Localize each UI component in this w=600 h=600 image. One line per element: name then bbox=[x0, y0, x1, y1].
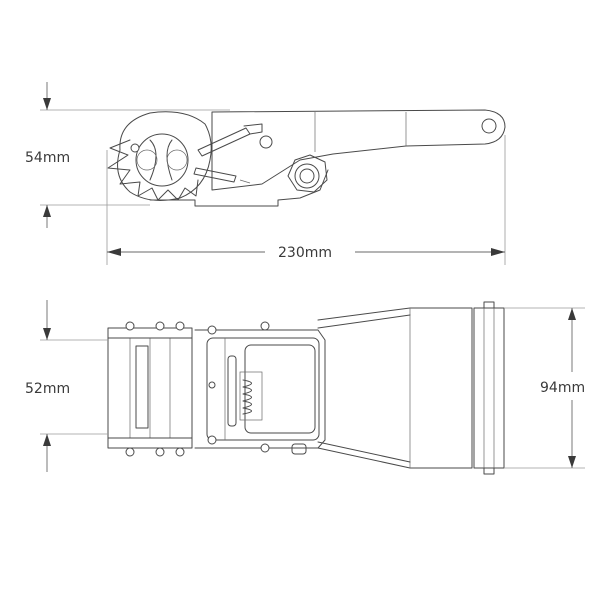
bolt-bottom-mid bbox=[155, 447, 165, 457]
spindle-slot bbox=[149, 139, 173, 181]
dim-label-side-length: 230mm bbox=[278, 245, 332, 261]
lower-spring-bar bbox=[193, 167, 237, 183]
hex-nut bbox=[287, 154, 328, 193]
top-handle-arm-lower bbox=[317, 441, 411, 463]
side-pin bbox=[259, 135, 273, 149]
bolt-top-mid bbox=[155, 321, 165, 331]
ratchet-rim-top bbox=[107, 327, 193, 339]
bolt-body-top bbox=[260, 321, 270, 331]
ratchet-wheel-body bbox=[117, 111, 212, 201]
ratchet-teeth bbox=[107, 139, 199, 201]
top-center-slot bbox=[227, 355, 237, 427]
bolt-bottom-right bbox=[175, 447, 185, 457]
dim-94-arrow-top bbox=[568, 308, 576, 320]
dim-230-arrow-left bbox=[107, 248, 121, 256]
lower-spring-mark bbox=[239, 179, 251, 184]
top-slot-window bbox=[244, 344, 316, 434]
side-base-frame bbox=[149, 169, 329, 207]
dim-label-top-inner-width: 52mm bbox=[25, 381, 70, 397]
end-roller-cap-bottom bbox=[483, 467, 495, 475]
top-body-frame bbox=[194, 329, 326, 449]
dim-52-arrow-bottom bbox=[43, 434, 51, 446]
ratchet-rim-bottom bbox=[107, 437, 193, 449]
spindle-left-lobe bbox=[136, 149, 158, 171]
upper-pawl bbox=[197, 127, 251, 157]
bolt-frame-top bbox=[207, 325, 217, 335]
spring-coil bbox=[242, 379, 252, 415]
spring-housing bbox=[239, 371, 263, 421]
spindle-top-pin bbox=[130, 143, 140, 153]
hex-nut-bolt bbox=[299, 168, 315, 184]
spindle-outer bbox=[135, 133, 189, 187]
top-body-inner bbox=[206, 337, 320, 441]
dim-54-arrow-bottom bbox=[43, 205, 51, 217]
dim-52-arrow-top bbox=[43, 328, 51, 340]
end-roller bbox=[473, 307, 505, 469]
dim-label-side-height: 54mm bbox=[25, 150, 70, 166]
top-handle-arm-upper bbox=[317, 314, 411, 329]
dim-label-top-outer-width: 94mm bbox=[540, 380, 585, 396]
bolt-bottom-left bbox=[125, 447, 135, 457]
upper-pawl-tab bbox=[243, 123, 263, 135]
bolt-frame-bottom bbox=[207, 435, 217, 445]
ratchet-axle bbox=[135, 345, 149, 429]
spindle-right-lobe bbox=[166, 149, 188, 171]
hex-nut-washer bbox=[294, 163, 320, 189]
bolt-body-bottom bbox=[260, 443, 270, 453]
handle-end-hole bbox=[481, 118, 497, 134]
dim-94-arrow-bottom bbox=[568, 456, 576, 468]
pin-center bbox=[208, 381, 216, 389]
top-handle-plate bbox=[317, 307, 473, 469]
bolt-top-left bbox=[125, 321, 135, 331]
nut-bottom bbox=[291, 443, 307, 455]
end-roller-cap-top bbox=[483, 301, 495, 309]
bolt-top-right bbox=[175, 321, 185, 331]
side-handle-outline bbox=[211, 109, 506, 191]
side-view: 54mm 230mm bbox=[25, 82, 506, 265]
dim-54-arrow-top bbox=[43, 98, 51, 110]
dim-230-arrow-right bbox=[491, 248, 505, 256]
top-view: 52mm 94mm bbox=[25, 300, 585, 475]
